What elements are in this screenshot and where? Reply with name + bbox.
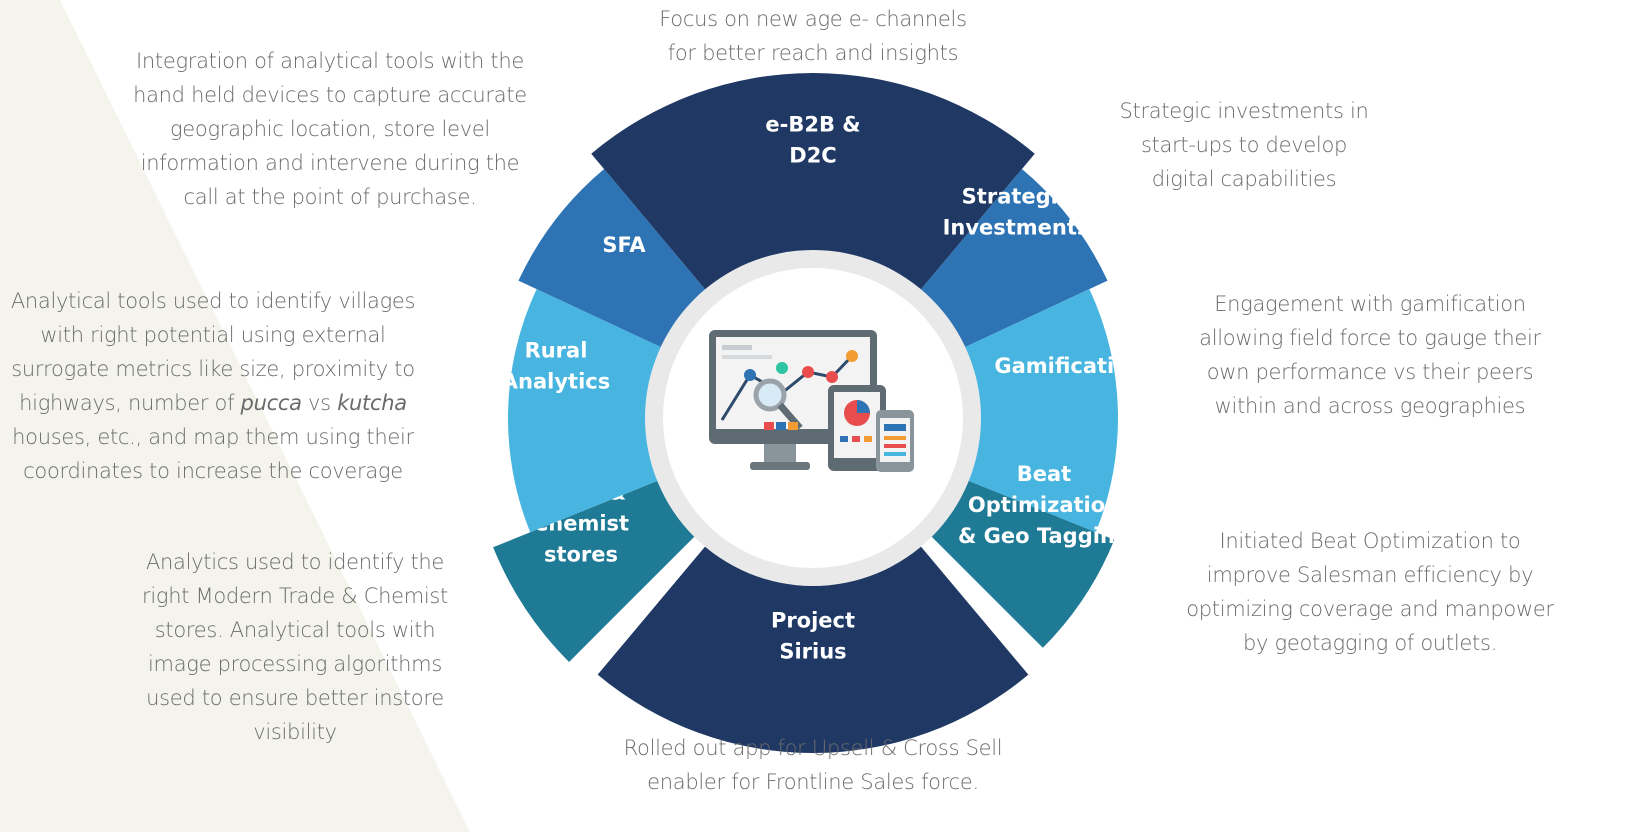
segment-sfa — [518, 169, 717, 355]
analytics-dashboard-icon — [709, 330, 914, 472]
segment-strategic — [909, 169, 1108, 355]
segment-analytics-mt — [493, 474, 707, 662]
segment-label-gamification: Gamification — [994, 354, 1143, 378]
desc-rural: Analytical tools used to identify villag… — [10, 289, 416, 483]
segment-label-eb2b: e-B2B &D2C — [765, 113, 860, 168]
segment-label-sfa: SFA — [602, 233, 646, 257]
segment-sirius — [597, 532, 1029, 754]
segment-rural — [508, 289, 678, 533]
desc-sfa: Integration of analytical tools with the… — [133, 49, 527, 209]
segment-eb2b — [591, 73, 1035, 304]
segment-beat — [919, 474, 1115, 648]
segment-gamification — [948, 289, 1118, 533]
